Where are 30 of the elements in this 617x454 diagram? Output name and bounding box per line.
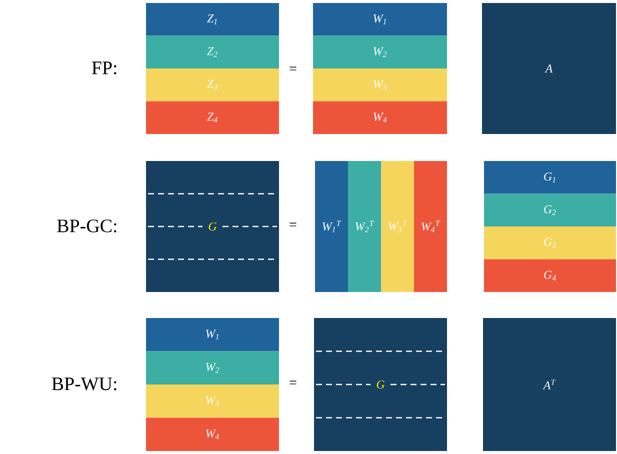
matrix-row-band: G$_{1}$ (484, 161, 616, 194)
matrix-row-band: G$_{4}$ (484, 259, 616, 292)
row-label: BP-GC: (57, 220, 116, 232)
matrix-block: A (482, 3, 616, 134)
matrix-row-band: W$_{4}$ (313, 101, 447, 134)
matrix-row-band: G$_{3}$ (484, 226, 616, 260)
matrix-row-band: W$_{2}$ (313, 36, 447, 68)
matrix-row-band: Z$_{3}$ (146, 68, 279, 102)
matrix-column-band: W$_{1}$T (315, 161, 348, 292)
matrix-row-band: W$_{1}$ (146, 318, 279, 352)
matrix-row-band: Z$_{2}$ (146, 36, 279, 68)
matrix-row-band: W$_{4}$ (146, 418, 279, 451)
matrix-row-band: Z$_{4}$ (146, 101, 279, 134)
equals-sign: = (290, 380, 296, 384)
matrix-row-band: W$_{3}$ (146, 384, 279, 418)
matrix-row-band: G$_{2}$ (484, 194, 616, 226)
row-label: BP-WU: (52, 378, 116, 390)
matrix-row-band: Z$_{1}$ (146, 3, 279, 36)
equals-sign: = (290, 222, 296, 226)
equals-sign: = (290, 66, 296, 70)
row-label: FP: (92, 62, 116, 74)
matrix-column-band: W$_{4}$T (414, 161, 447, 292)
matrix-block: G (314, 318, 447, 451)
matrix-row-band: W$_{1}$ (313, 3, 447, 36)
matrix-row-band: W$_{3}$ (313, 68, 447, 102)
matrix-column-band: W$_{3}$T (381, 161, 414, 292)
matrix-row-band: W$_{2}$ (146, 351, 279, 384)
matrix-block: A$^{T}$ (483, 318, 616, 451)
matrix-block: G (146, 161, 279, 292)
matrix-column-band: W$_{2}$T (348, 161, 381, 292)
